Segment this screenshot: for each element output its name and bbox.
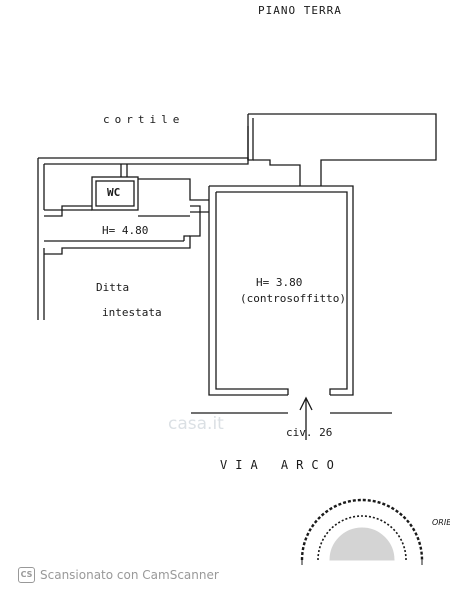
side-room-height-label: H= 4.80 [102, 224, 149, 237]
entrance-arrow-head [299, 396, 313, 411]
scanner-footer-text: Scansionato con CamScanner [40, 568, 219, 582]
main-room-outer-wall [209, 185, 354, 396]
north-wing-outline [248, 113, 437, 186]
stamp [300, 498, 424, 561]
scanner-footer: CS Scansionato con CamScanner [18, 567, 219, 583]
side-room-owner-label: Ditta [96, 281, 130, 294]
cortile-edge-wall [38, 157, 249, 165]
side-room-wall-h3 [183, 235, 190, 241]
main-room-note-label: (controsoffitto) [240, 292, 346, 305]
side-room-mid-wall-2 [44, 205, 92, 217]
side-room-east-step [44, 205, 201, 255]
main-room-inner-west [215, 192, 289, 395]
north-wing-link [253, 159, 301, 186]
page-title: PIANO TERRA [258, 4, 342, 17]
camscanner-logo-icon: CS [18, 567, 35, 583]
main-room-inner-wall [216, 191, 348, 395]
watermark: casa.it [168, 414, 224, 434]
street-name-label: VIA ARCO [220, 458, 342, 472]
north-wing-inner [247, 114, 254, 161]
wc-outer [91, 176, 139, 211]
main-room-height-label: H= 3.80 [256, 276, 303, 289]
wc-inner [95, 180, 135, 207]
main-room-west-wall [208, 186, 288, 396]
entrance-number-label: civ. 26 [286, 426, 333, 439]
side-room-upper-wall [138, 178, 209, 201]
side-room-owner-label-2: intestata [102, 306, 162, 319]
wc-label: WC [107, 186, 121, 199]
cortile-label: cortile [103, 113, 185, 126]
stamp-text: ORIB [432, 518, 450, 527]
